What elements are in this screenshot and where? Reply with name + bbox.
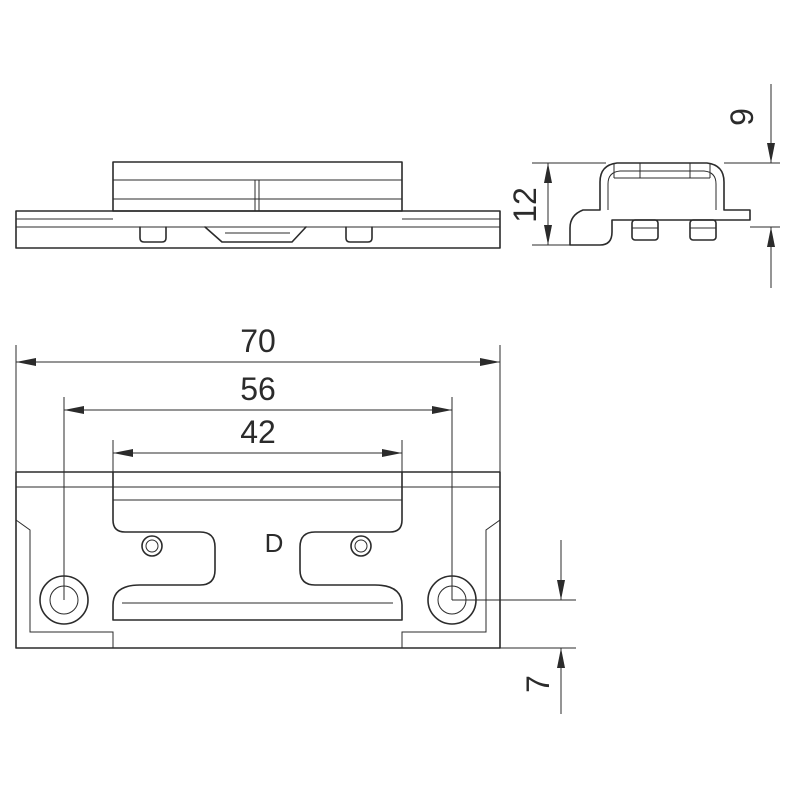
dim-overall-width-label: 70 bbox=[240, 323, 276, 359]
side-view-bracket bbox=[569, 162, 751, 246]
front-view-left-tab bbox=[139, 226, 167, 243]
side-view-tab-right bbox=[689, 219, 717, 241]
side-view-tab-left bbox=[631, 219, 659, 241]
side-view: 12 9 bbox=[507, 84, 780, 288]
top-view-plate bbox=[15, 471, 501, 649]
dim-hole-offset-label: 7 bbox=[520, 675, 556, 693]
top-view: D 70 56 42 7 bbox=[15, 323, 576, 714]
dim-inner-width-label: 42 bbox=[240, 414, 276, 450]
top-view-marking: D bbox=[265, 528, 284, 558]
front-view-center-groove bbox=[204, 226, 307, 243]
dim-hole-spacing-label: 56 bbox=[240, 371, 276, 407]
top-view-keeper-body bbox=[112, 471, 403, 621]
front-view-right-tab bbox=[345, 226, 373, 243]
dim-top-offset-label: 9 bbox=[724, 108, 760, 126]
dim-side-height-label: 12 bbox=[507, 187, 543, 223]
front-view bbox=[15, 161, 501, 249]
front-view-keeper-body bbox=[112, 161, 403, 212]
top-view-pin-right bbox=[350, 535, 372, 557]
top-view-pin-left bbox=[141, 535, 163, 557]
